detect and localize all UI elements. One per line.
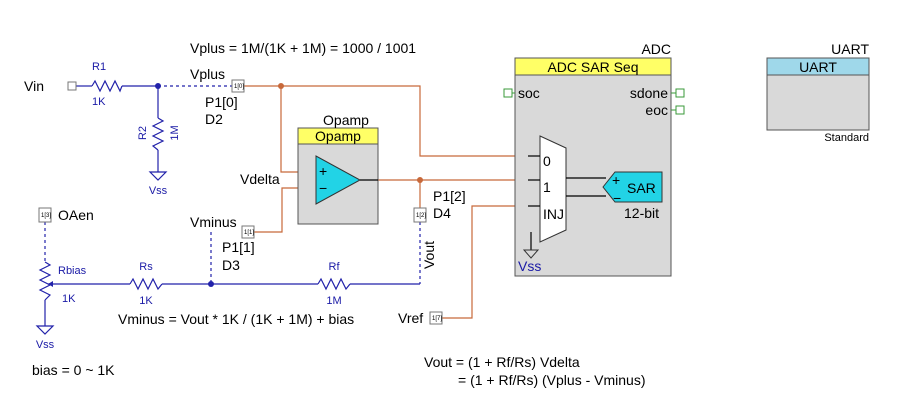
opamp-title: Opamp: [323, 112, 369, 128]
rbias-name: Rbias: [58, 265, 87, 277]
sar-symbol: [602, 171, 663, 203]
opamp-symbol: [315, 155, 362, 205]
equation-vout-2: = (1 + Rf/Rs) (Vplus - Vminus): [458, 372, 646, 388]
adc-vss-label: Vss: [518, 258, 541, 274]
net-vplus: Vplus: [190, 66, 225, 82]
orange-wires: [244, 85, 528, 319]
sar-minus: −: [613, 190, 621, 206]
uart-header: UART: [799, 59, 837, 75]
resistor-r2[interactable]: [151, 117, 165, 151]
vss-rbias-label: Vss: [36, 339, 55, 351]
sar-plus: +: [612, 172, 620, 188]
input-network-wires: [76, 85, 232, 172]
pin-tag-p10-label: 1[0]: [234, 84, 244, 90]
net-vref: Vref: [398, 310, 423, 326]
pin-d2-label: D2: [205, 111, 223, 127]
junction-vplus-opamp: [278, 83, 284, 89]
equation-vminus: Vminus = Vout * 1K / (1K + 1M) + bias: [118, 311, 354, 327]
rs-name: Rs: [139, 261, 153, 273]
potentiometer-rbias[interactable]: [38, 261, 53, 301]
pin-p11-label: P1[1]: [222, 239, 255, 255]
uart-title: UART: [831, 41, 869, 57]
r1-value: 1K: [92, 96, 106, 108]
pin-tag-vref[interactable]: 1[7]: [429, 311, 443, 325]
pin-p12-label: P1[2]: [433, 188, 466, 204]
opamp-minus: −: [319, 180, 327, 196]
rs-value: 1K: [139, 295, 153, 307]
junction-vminus: [208, 281, 214, 287]
mux-input-1: 1: [543, 179, 551, 195]
resistor-rf[interactable]: [317, 277, 351, 291]
pin-tag-p11[interactable]: 1[1]: [241, 225, 255, 239]
rbias-value: 1K: [62, 293, 76, 305]
uart-footer: Standard: [824, 132, 869, 144]
net-oaen: OAen: [58, 207, 94, 223]
uart-block[interactable]: [766, 57, 870, 131]
equation-vout-1: Vout = (1 + Rf/Rs) Vdelta: [424, 354, 580, 370]
adc-eoc-label: eoc: [645, 102, 668, 118]
pin-tag-vref-label: 1[7]: [432, 316, 442, 322]
junction-vplus: [155, 83, 161, 89]
r2-value: 1M: [169, 125, 181, 140]
net-vin: Vin: [24, 78, 44, 94]
adc-soc-label: soc: [518, 85, 540, 101]
feedback-wires: [44, 222, 421, 326]
rf-name: Rf: [329, 261, 341, 273]
sar-label: SAR: [627, 180, 656, 196]
junction-vout: [417, 177, 423, 183]
net-vdelta: Vdelta: [240, 171, 280, 187]
opamp-plus: +: [319, 163, 327, 179]
pin-tag-oaen-label: 1[3]: [41, 213, 51, 219]
adc-sdone-label: sdone: [630, 85, 668, 101]
r2-name: R2: [137, 126, 149, 140]
pin-d4-label: D4: [433, 205, 451, 221]
resistor-rs[interactable]: [129, 277, 163, 291]
pin-tag-p11-label: 1[1]: [244, 230, 254, 236]
adc-sar-block[interactable]: [503, 57, 685, 277]
resistor-r1[interactable]: [91, 79, 123, 93]
adc-header: ADC SAR Seq: [547, 59, 638, 75]
r1-name: R1: [92, 61, 106, 73]
opamp-block[interactable]: [297, 127, 379, 225]
pin-tag-oaen[interactable]: 1[3]: [38, 207, 52, 223]
vss-r2-label: Vss: [149, 185, 168, 197]
pin-tag-p10[interactable]: 1[0]: [231, 79, 245, 93]
pin-tag-vin[interactable]: [67, 81, 77, 91]
ground-icon: [35, 325, 55, 335]
ground-icon: [148, 171, 168, 181]
pin-tag-p12[interactable]: 1[2]: [413, 207, 427, 223]
mux-input-0: 0: [543, 153, 551, 169]
rf-value: 1M: [326, 295, 341, 307]
adc-mux: [539, 135, 567, 243]
opamp-header: Opamp: [315, 128, 361, 144]
pin-d3-label: D3: [222, 257, 240, 273]
equation-vplus: Vplus = 1M/(1K + 1M) = 1000 / 1001: [190, 40, 416, 56]
pin-tag-p12-label: 1[2]: [416, 213, 426, 219]
pin-p10-label: P1[0]: [205, 94, 238, 110]
mux-input-inj: INJ: [543, 206, 564, 222]
sar-bits-label: 12-bit: [624, 205, 659, 221]
net-vout: Vout: [421, 241, 437, 269]
adc-title: ADC: [641, 41, 671, 57]
equation-bias: bias = 0 ~ 1K: [32, 362, 115, 378]
net-vminus: Vminus: [190, 214, 237, 230]
